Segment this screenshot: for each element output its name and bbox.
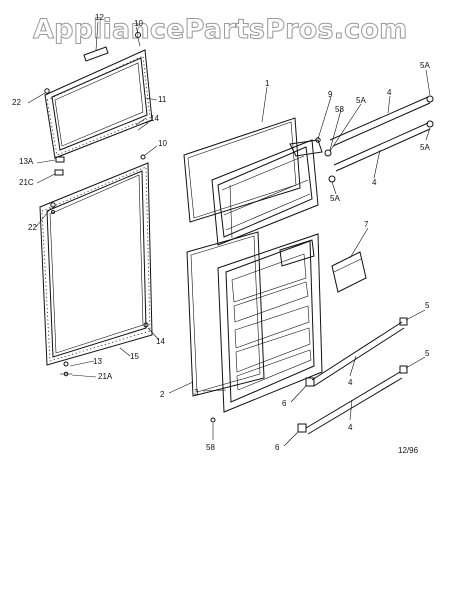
date-code: 12/96 — [398, 446, 419, 455]
callout-5-upper: 5 — [425, 301, 430, 310]
leader-lines — [27, 21, 431, 447]
fresh-food-handle-upper — [311, 321, 405, 387]
callout-2: 2 — [160, 390, 165, 399]
callout-14-top: 14 — [150, 114, 159, 123]
callout-10-mid: 10 — [158, 139, 167, 148]
hinge-13-bottom — [60, 361, 72, 377]
freezer-handle-lower — [333, 122, 431, 172]
fresh-food-inner-door — [217, 233, 323, 413]
callout-13A: 13A — [19, 157, 34, 166]
callout-4-top: 4 — [387, 88, 392, 97]
fresh-food-door-liner-panel — [186, 231, 265, 397]
callout-5A-3: 5A — [420, 143, 430, 152]
bolt-14-top — [135, 117, 149, 131]
handle-end-caps-5-6 — [297, 317, 408, 433]
callout-10-top: 10 — [134, 19, 143, 28]
callout-58-bottom: 58 — [206, 443, 215, 452]
callout-12: 12 — [95, 13, 104, 22]
callout-9: 9 — [328, 90, 333, 99]
callout-5A-1: 5A — [356, 96, 366, 105]
callout-6-upper: 6 — [282, 399, 287, 408]
freezer-door-liner-panel — [183, 117, 301, 223]
callout-4-mid: 4 — [372, 178, 377, 187]
freezer-inner-door — [211, 139, 323, 246]
callout-15: 15 — [130, 352, 139, 361]
fresh-food-door-gasket — [39, 162, 153, 366]
callout-11: 11 — [158, 95, 167, 104]
screw-22-top — [44, 88, 50, 94]
callout-5-lower: 5 — [425, 349, 430, 358]
screw-10-top — [135, 32, 141, 47]
callout-13: 13 — [93, 357, 102, 366]
fresh-food-handle-lower — [305, 371, 403, 435]
screw-22-mid — [50, 202, 56, 214]
callout-4-lower-b: 4 — [348, 423, 353, 432]
freezer-handle-upper — [329, 96, 431, 147]
handle-end-caps-5A — [315, 95, 434, 183]
freezer-door-gasket — [44, 49, 153, 159]
callout-labels: 12 10 22 11 14 13A 21C 10 22 14 13 15 21… — [12, 13, 430, 455]
callout-5A-4: 5A — [330, 194, 340, 203]
callout-3: 3 — [194, 388, 199, 397]
handle-trim-12 — [83, 46, 109, 62]
callout-21C: 21C — [19, 178, 34, 187]
callout-21A: 21A — [98, 372, 113, 381]
callout-58-top: 58 — [335, 105, 344, 114]
screw-10-mid — [140, 154, 146, 160]
hinge-13A — [54, 156, 65, 176]
callout-14-mid: 14 — [156, 337, 165, 346]
callout-7: 7 — [364, 220, 369, 229]
callout-4-lower-a: 4 — [348, 378, 353, 387]
callout-1: 1 — [265, 79, 270, 88]
screw-58-bottom — [210, 417, 216, 423]
callout-6-lower: 6 — [275, 443, 280, 452]
callout-22-top: 22 — [12, 98, 21, 107]
dairy-compartment-door — [331, 251, 367, 293]
callout-5A-2: 5A — [420, 61, 430, 70]
watermark-logo: AppliancePartsPros.com — [32, 14, 408, 46]
callout-22-mid: 22 — [28, 223, 37, 232]
bolt-14-mid — [143, 322, 149, 328]
